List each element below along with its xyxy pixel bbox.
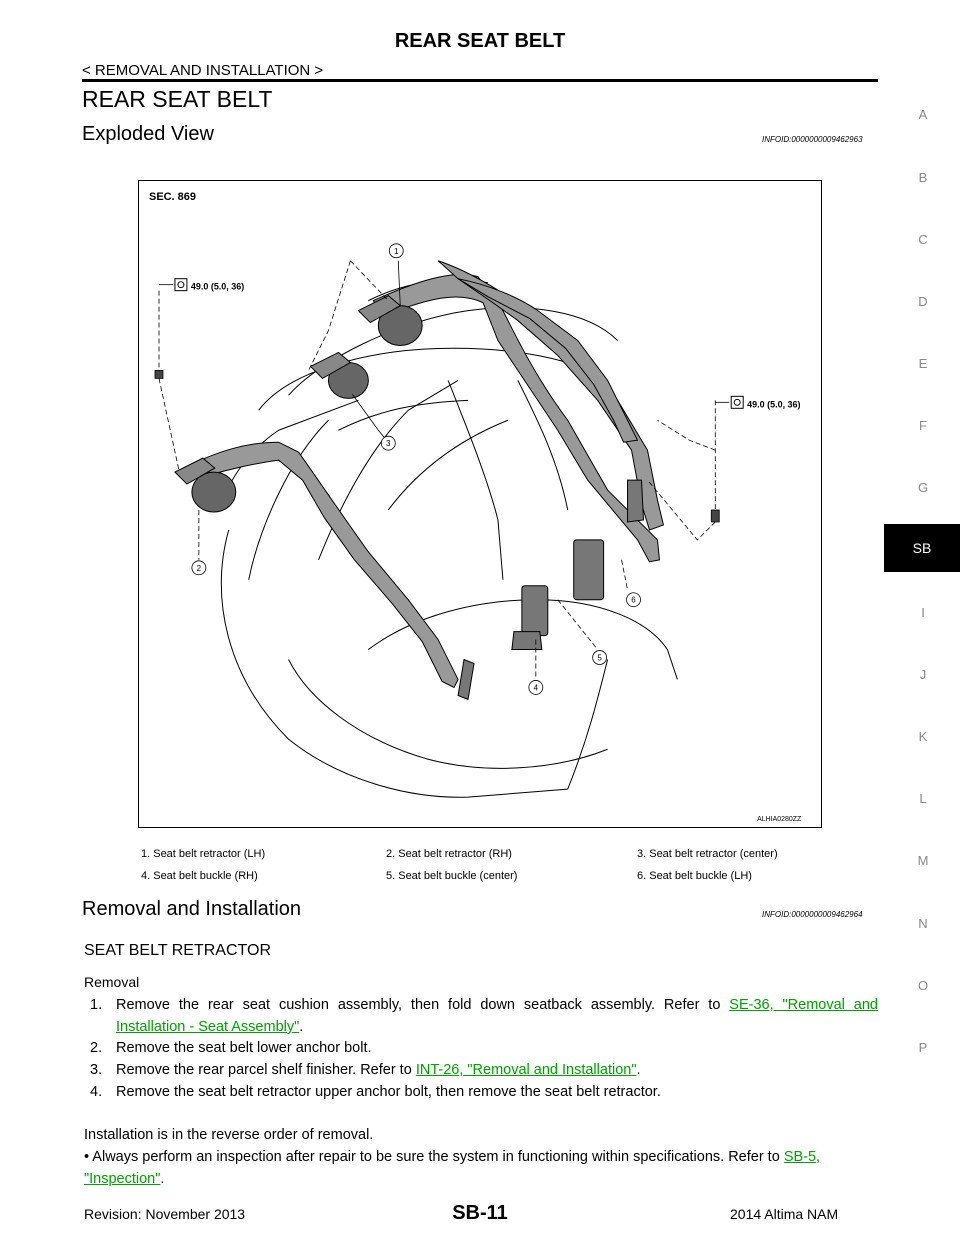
- tab-n[interactable]: N: [918, 916, 928, 931]
- link-se-36[interactable]: SE-36, "Removal and Installation - Seat …: [116, 997, 878, 1035]
- section-tab-index: A B C D E F G SB I J K L M N O P: [884, 0, 960, 1242]
- page-title: REAR SEAT BELT: [82, 86, 273, 112]
- step-number: 2.: [90, 1040, 103, 1056]
- legend-item-4: 4. Seat belt buckle (RH): [141, 870, 258, 882]
- torque-label-right: 49.0 (5.0, 36): [747, 399, 800, 409]
- tab-a[interactable]: A: [918, 107, 928, 122]
- header-subtitle: < REMOVAL AND INSTALLATION >: [82, 62, 324, 79]
- figure-id: ALHIA0280ZZ: [757, 816, 802, 823]
- tab-p[interactable]: P: [918, 1040, 928, 1055]
- legend-item-3: 3. Seat belt retractor (center): [637, 848, 778, 860]
- step-punct: .: [299, 1019, 304, 1035]
- tab-sb[interactable]: SB: [884, 524, 960, 572]
- tab-k[interactable]: K: [918, 729, 928, 744]
- link-int-26[interactable]: INT-26, "Removal and Installation": [415, 1062, 637, 1078]
- section-subhead: SEAT BELT RETRACTOR: [84, 942, 272, 959]
- step-text: Remove the rear parcel shelf finisher. R…: [116, 1062, 416, 1078]
- installation-text: Installation is in the reverse order of …: [84, 1127, 374, 1143]
- legend-item-1: 1. Seat belt retractor (LH): [141, 848, 266, 860]
- tab-j[interactable]: J: [919, 667, 927, 682]
- tab-c[interactable]: C: [918, 232, 928, 247]
- exploded-view-infoid: INFOID:0000000009462963: [762, 135, 863, 144]
- torque-label-left: 49.0 (5.0, 36): [191, 282, 244, 292]
- bullet-text: • Always perform an inspection after rep…: [84, 1149, 784, 1165]
- exploded-view-figure: SEC. 869: [138, 180, 822, 828]
- step-number: 4.: [90, 1084, 103, 1100]
- tab-b[interactable]: B: [918, 170, 928, 185]
- callout-4: 4: [534, 683, 539, 692]
- step-text: Remove the seat belt retractor upper anc…: [116, 1084, 661, 1100]
- header-title: REAR SEAT BELT: [394, 30, 566, 52]
- removal-installation-title: Removal and Installation: [82, 898, 302, 920]
- header-rule: [82, 79, 878, 82]
- bullet-punct: .: [160, 1171, 165, 1187]
- callout-6: 6: [631, 596, 636, 605]
- footer-revision: Revision: November 2013: [84, 1206, 246, 1222]
- callout-3: 3: [386, 439, 391, 448]
- link-sb-5[interactable]: SB-5, "Inspection": [84, 1149, 821, 1187]
- tab-m[interactable]: M: [917, 853, 929, 868]
- tab-l[interactable]: L: [919, 791, 927, 806]
- tab-i[interactable]: I: [921, 605, 925, 620]
- callout-2: 2: [197, 564, 202, 573]
- step-number: 1.: [90, 997, 103, 1013]
- exploded-view-title: Exploded View: [82, 123, 214, 145]
- legend-item-2: 2. Seat belt retractor (RH): [386, 848, 512, 860]
- step-punct: .: [636, 1062, 641, 1078]
- step-number: 3.: [90, 1062, 103, 1078]
- inspection-bullet: • Always perform an inspection after rep…: [84, 1146, 878, 1190]
- tab-o[interactable]: O: [917, 978, 929, 993]
- footer-page-number: SB-11: [452, 1202, 508, 1224]
- step-1: 1. Remove the rear seat cushion assembly…: [90, 994, 878, 1038]
- sec-label: SEC. 869: [149, 191, 196, 203]
- tab-g[interactable]: G: [917, 480, 929, 495]
- legend-item-6: 6. Seat belt buckle (LH): [637, 870, 752, 882]
- removal-label: Removal: [84, 974, 140, 990]
- tab-f[interactable]: F: [919, 418, 927, 433]
- footer-model: 2014 Altima NAM: [730, 1206, 839, 1222]
- removal-installation-infoid: INFOID:0000000009462964: [762, 910, 863, 919]
- step-text: Remove the seat belt lower anchor bolt.: [116, 1040, 372, 1056]
- callout-1: 1: [394, 247, 399, 256]
- tab-d[interactable]: D: [918, 294, 928, 309]
- tab-e[interactable]: E: [918, 356, 928, 371]
- step-text: Remove the rear seat cushion assembly, t…: [116, 997, 730, 1013]
- callout-5: 5: [597, 654, 602, 663]
- legend-item-5: 5. Seat belt buckle (center): [386, 870, 518, 882]
